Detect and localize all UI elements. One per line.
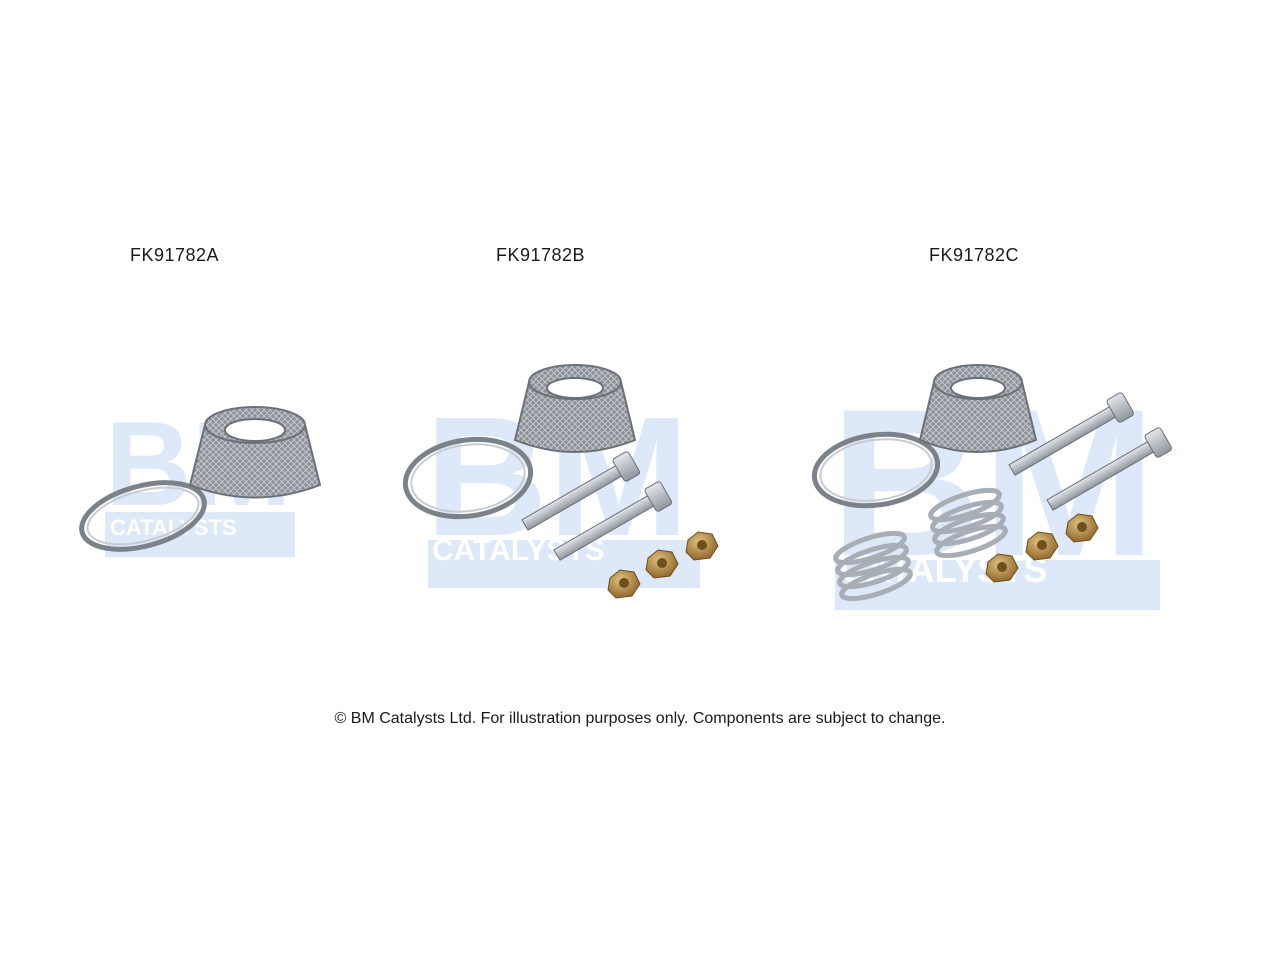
kit-a-donut-gasket	[188, 406, 322, 499]
kit-b-parts	[402, 364, 719, 599]
kit-c-spring-2	[928, 487, 1008, 559]
kit-a-flat-ring	[79, 480, 207, 552]
kit-a-label: FK91782A	[130, 245, 220, 265]
kit-c-parts	[811, 364, 1172, 602]
kit-c-label: FK91782C	[929, 245, 1020, 265]
kit-b-bolt-2	[553, 481, 673, 561]
kit-c-nuts	[985, 513, 1099, 583]
kit-c-spring-1	[833, 530, 913, 602]
kit-b-bolt-1	[521, 451, 641, 531]
kit-c-bolt-1	[1008, 392, 1134, 476]
copyright-notice: © BM Catalysts Ltd. For illustration pur…	[334, 710, 946, 727]
kit-c-donut-gasket	[918, 364, 1038, 453]
kit-c-bolt-2	[1046, 427, 1172, 511]
kit-a-parts	[79, 406, 322, 552]
kit-c-flat-ring	[811, 431, 941, 509]
kit-b-flat-ring	[402, 436, 534, 520]
kit-b-nuts	[607, 531, 719, 599]
kit-b-label: FK91782B	[496, 245, 586, 265]
kit-b-donut-gasket	[513, 364, 637, 453]
